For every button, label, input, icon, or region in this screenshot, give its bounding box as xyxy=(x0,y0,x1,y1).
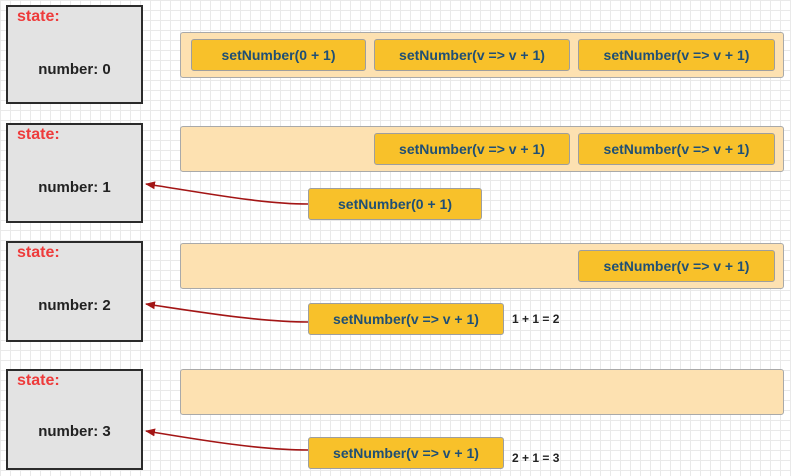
state-number: number: 0 xyxy=(38,61,111,78)
queued-call-increment: setNumber(v => v + 1) xyxy=(578,133,775,165)
state-label: state: xyxy=(17,126,60,143)
queued-call-increment: setNumber(v => v + 1) xyxy=(374,39,570,71)
arrow-to-state-1 xyxy=(145,181,309,205)
state-number: number: 3 xyxy=(38,423,111,440)
queued-call-reset: setNumber(0 + 1) xyxy=(191,39,366,71)
arrow-to-state-3 xyxy=(145,428,309,451)
calculation-text: 2 + 1 = 3 xyxy=(512,451,560,465)
state-box-2: state: number: 2 xyxy=(6,241,143,342)
state-box-0: state: number: 0 xyxy=(6,5,143,104)
processed-call-increment: setNumber(v => v + 1) xyxy=(308,303,504,335)
state-label: state: xyxy=(17,244,60,261)
update-queue-3 xyxy=(180,369,784,415)
state-label: state: xyxy=(17,372,60,389)
calculation-text: 1 + 1 = 2 xyxy=(512,312,560,326)
arrow-to-state-2 xyxy=(145,301,309,323)
queued-call-increment: setNumber(v => v + 1) xyxy=(578,250,775,282)
state-label: state: xyxy=(17,8,60,25)
processed-call-increment: setNumber(v => v + 1) xyxy=(308,437,504,469)
queued-call-increment: setNumber(v => v + 1) xyxy=(374,133,570,165)
state-box-3: state: number: 3 xyxy=(6,369,143,470)
queued-call-increment: setNumber(v => v + 1) xyxy=(578,39,775,71)
state-number: number: 1 xyxy=(38,179,111,196)
state-box-1: state: number: 1 xyxy=(6,123,143,223)
state-number: number: 2 xyxy=(38,297,111,314)
processed-call-reset: setNumber(0 + 1) xyxy=(308,188,482,220)
